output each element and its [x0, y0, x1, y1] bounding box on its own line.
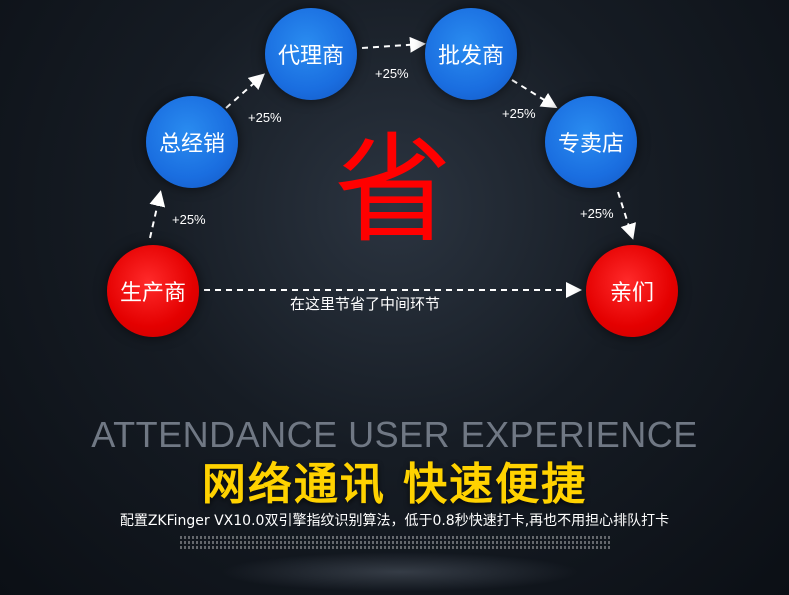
decorative-fine-print-line-1: [180, 536, 610, 539]
markup-wholesaler-to-store: +25%: [502, 106, 536, 121]
node-customer-label: 亲们: [609, 281, 654, 306]
node-producer: 生产商: [107, 245, 199, 337]
markup-distributor-to-agent: +25%: [248, 110, 282, 125]
decorative-fine-print-line-2: [180, 541, 610, 544]
arrow-producer-to-distributor: [149, 190, 166, 239]
markup-store-to-customer: +25%: [580, 206, 614, 221]
node-distributor: 总经销: [146, 96, 238, 188]
node-agent: 代理商: [265, 8, 357, 100]
arrow-distributor-to-agent: [225, 73, 265, 109]
english-title: ATTENDANCE USER EXPERIENCE: [91, 414, 698, 455]
node-store: 专卖店: [545, 96, 637, 188]
node-wholesaler: 批发商: [425, 8, 517, 100]
node-store-label: 专卖店: [557, 132, 624, 157]
chinese-headline: 网络通讯 快速便捷: [201, 459, 588, 510]
feature-description: 配置ZKFinger VX10.0双引擎指纹识别算法，低于0.8秒快速打卡,再也…: [119, 513, 670, 529]
markup-agent-to-wholesaler: +25%: [375, 66, 409, 81]
node-customer: 亲们: [586, 245, 678, 337]
arrow-store-to-customer: [617, 191, 636, 240]
savings-note: 在这里节省了中间环节: [290, 295, 441, 313]
decorative-fine-print-line-3: [180, 546, 610, 549]
markup-producer-to-distributor: +25%: [172, 212, 206, 227]
save-character: 省: [333, 121, 452, 259]
decorative-bottom-glow: [220, 552, 580, 592]
node-producer-label: 生产商: [119, 281, 186, 306]
arrow-agent-to-wholesaler: [361, 36, 426, 53]
node-agent-label: 代理商: [277, 44, 344, 69]
node-wholesaler-label: 批发商: [437, 44, 504, 69]
arrow-wholesaler-to-store: [511, 79, 558, 109]
node-distributor-label: 总经销: [158, 132, 225, 157]
